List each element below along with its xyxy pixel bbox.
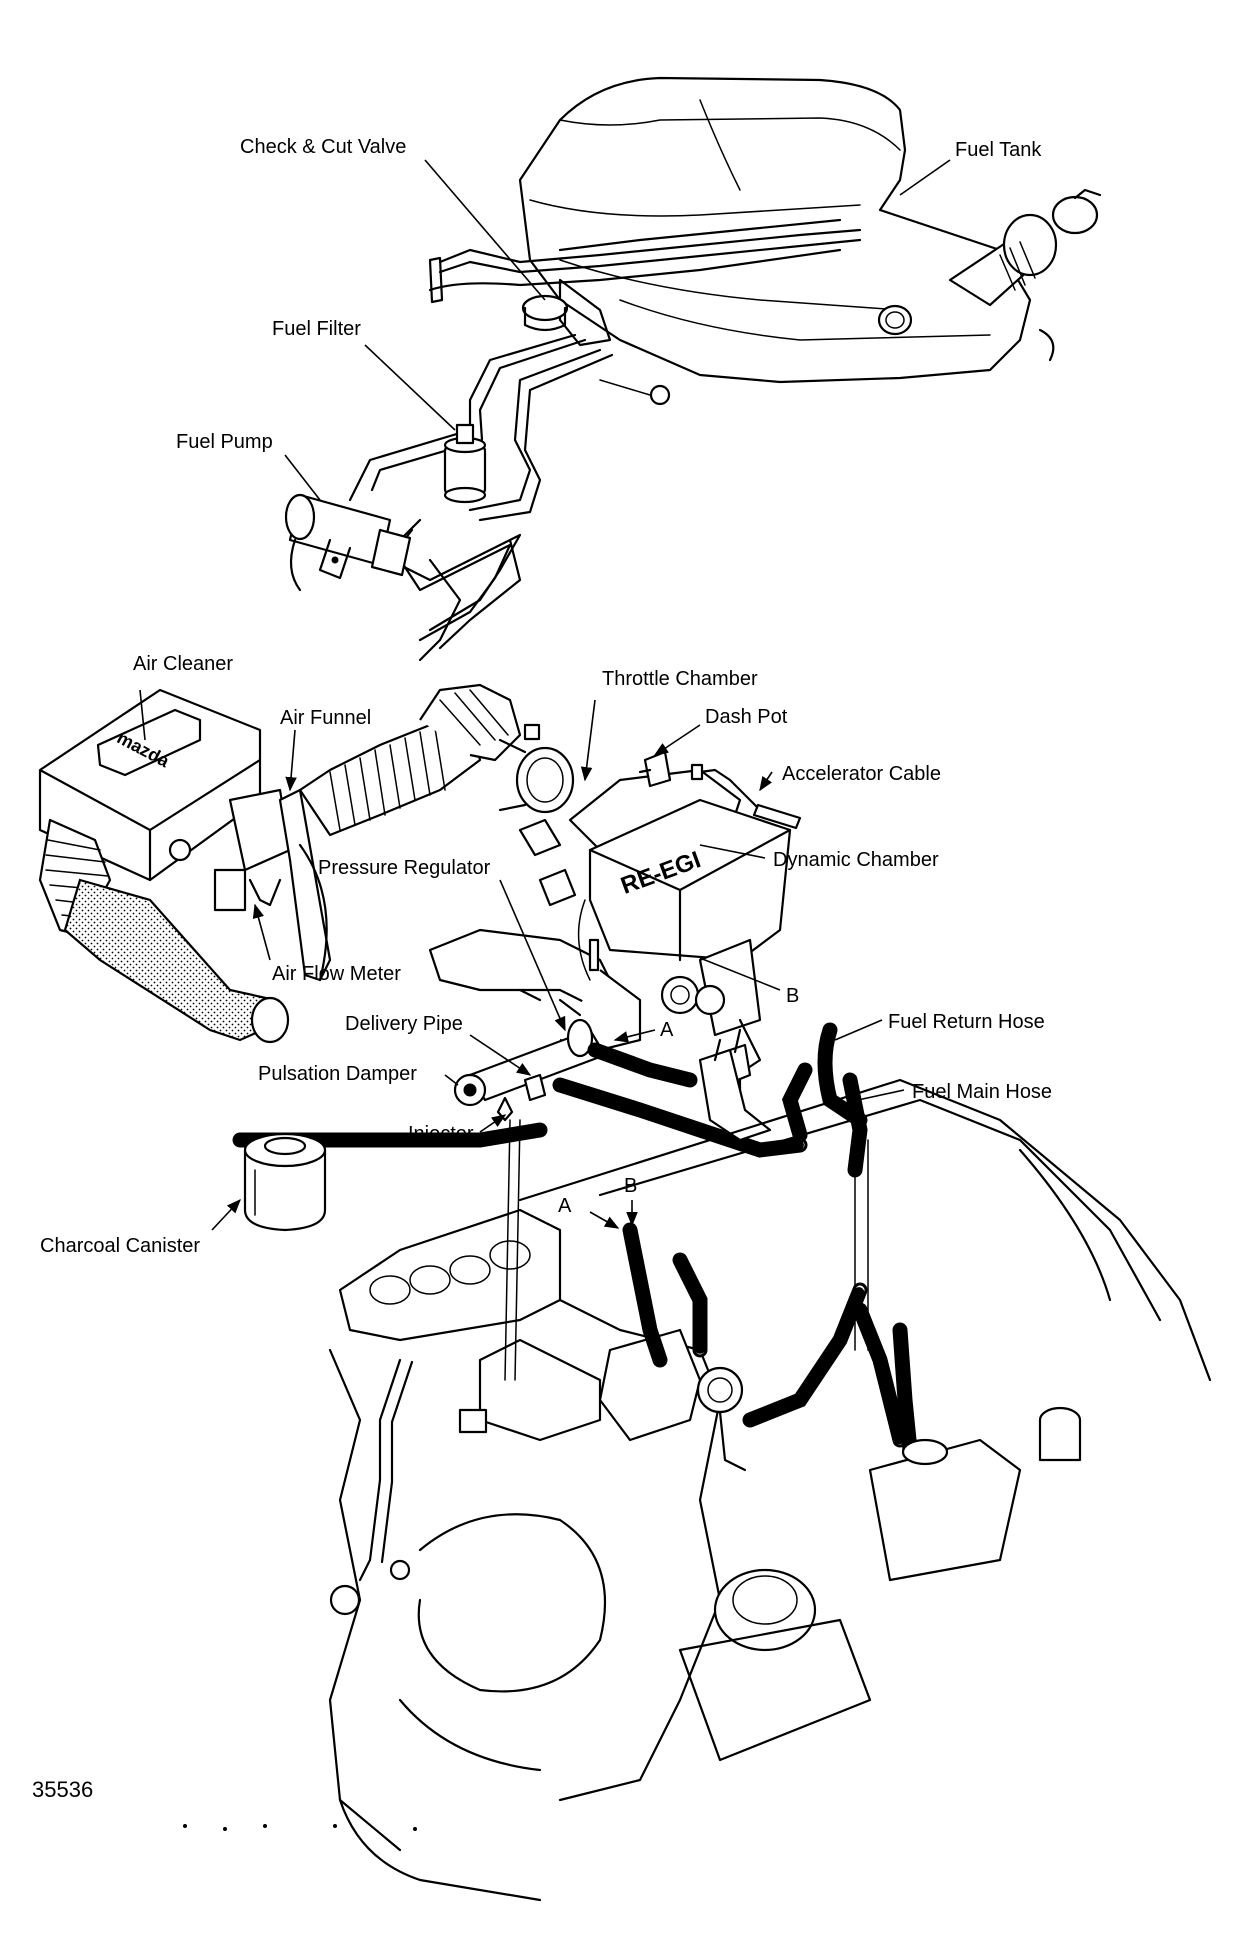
air-cleaner-illustration: mazda: [38, 688, 292, 1044]
label-throttle-chamber: Throttle Chamber: [602, 668, 758, 690]
labels: Check & Cut Valve Fuel Tank Fuel Filter …: [32, 136, 1052, 1802]
label-accelerator-cable: Accelerator Cable: [782, 763, 941, 785]
label-charcoal-canister: Charcoal Canister: [40, 1235, 200, 1257]
leader-lines: [139, 159, 951, 1231]
charcoal-canister-illustration: [243, 1132, 327, 1232]
label-b-upper: B: [786, 985, 799, 1007]
fuel-hoses: [232, 1022, 868, 1178]
fuel-tank-illustration: [518, 76, 1102, 384]
label-fuel-main-hose: Fuel Main Hose: [912, 1081, 1052, 1103]
label-delivery-pipe: Delivery Pipe: [345, 1013, 463, 1035]
label-dash-pot: Dash Pot: [705, 706, 788, 728]
alignment-lines: [504, 1119, 869, 1381]
label-dynamic-chamber: Dynamic Chamber: [773, 849, 939, 871]
label-check-cut-valve: Check & Cut Valve: [240, 136, 406, 158]
fuel-pump-illustration: [284, 493, 412, 592]
label-fuel-filter: Fuel Filter: [272, 318, 361, 340]
label-air-funnel: Air Funnel: [280, 707, 371, 729]
check-cut-valve-illustration: [521, 294, 569, 332]
engine-bay-illustration: [328, 1078, 1212, 1902]
intake-chamber-illustration: RE-EGI: [428, 768, 792, 1093]
label-air-flow-meter: Air Flow Meter: [272, 963, 401, 985]
label-injector: Injector: [408, 1123, 474, 1145]
fuel-filter-illustration: [443, 423, 487, 504]
label-air-cleaner: Air Cleaner: [133, 653, 233, 675]
label-a-lower: A: [558, 1195, 572, 1217]
label-b-lower: B: [624, 1175, 637, 1197]
label-a-upper: A: [660, 1019, 674, 1041]
label-pressure-regulator: Pressure Regulator: [318, 857, 491, 879]
label-fuel-return-hose: Fuel Return Hose: [888, 1011, 1045, 1033]
figure-number: 35536: [32, 1777, 93, 1802]
delivery-pipe-illustration: [453, 1018, 607, 1122]
scan-specks: [183, 1824, 417, 1831]
label-fuel-pump: Fuel Pump: [176, 431, 273, 453]
accelerator-cable-illustration: [690, 763, 802, 830]
air-funnel-illustration: [278, 683, 575, 982]
label-pulsation-damper: Pulsation Damper: [258, 1063, 417, 1085]
label-fuel-tank: Fuel Tank: [955, 139, 1042, 161]
